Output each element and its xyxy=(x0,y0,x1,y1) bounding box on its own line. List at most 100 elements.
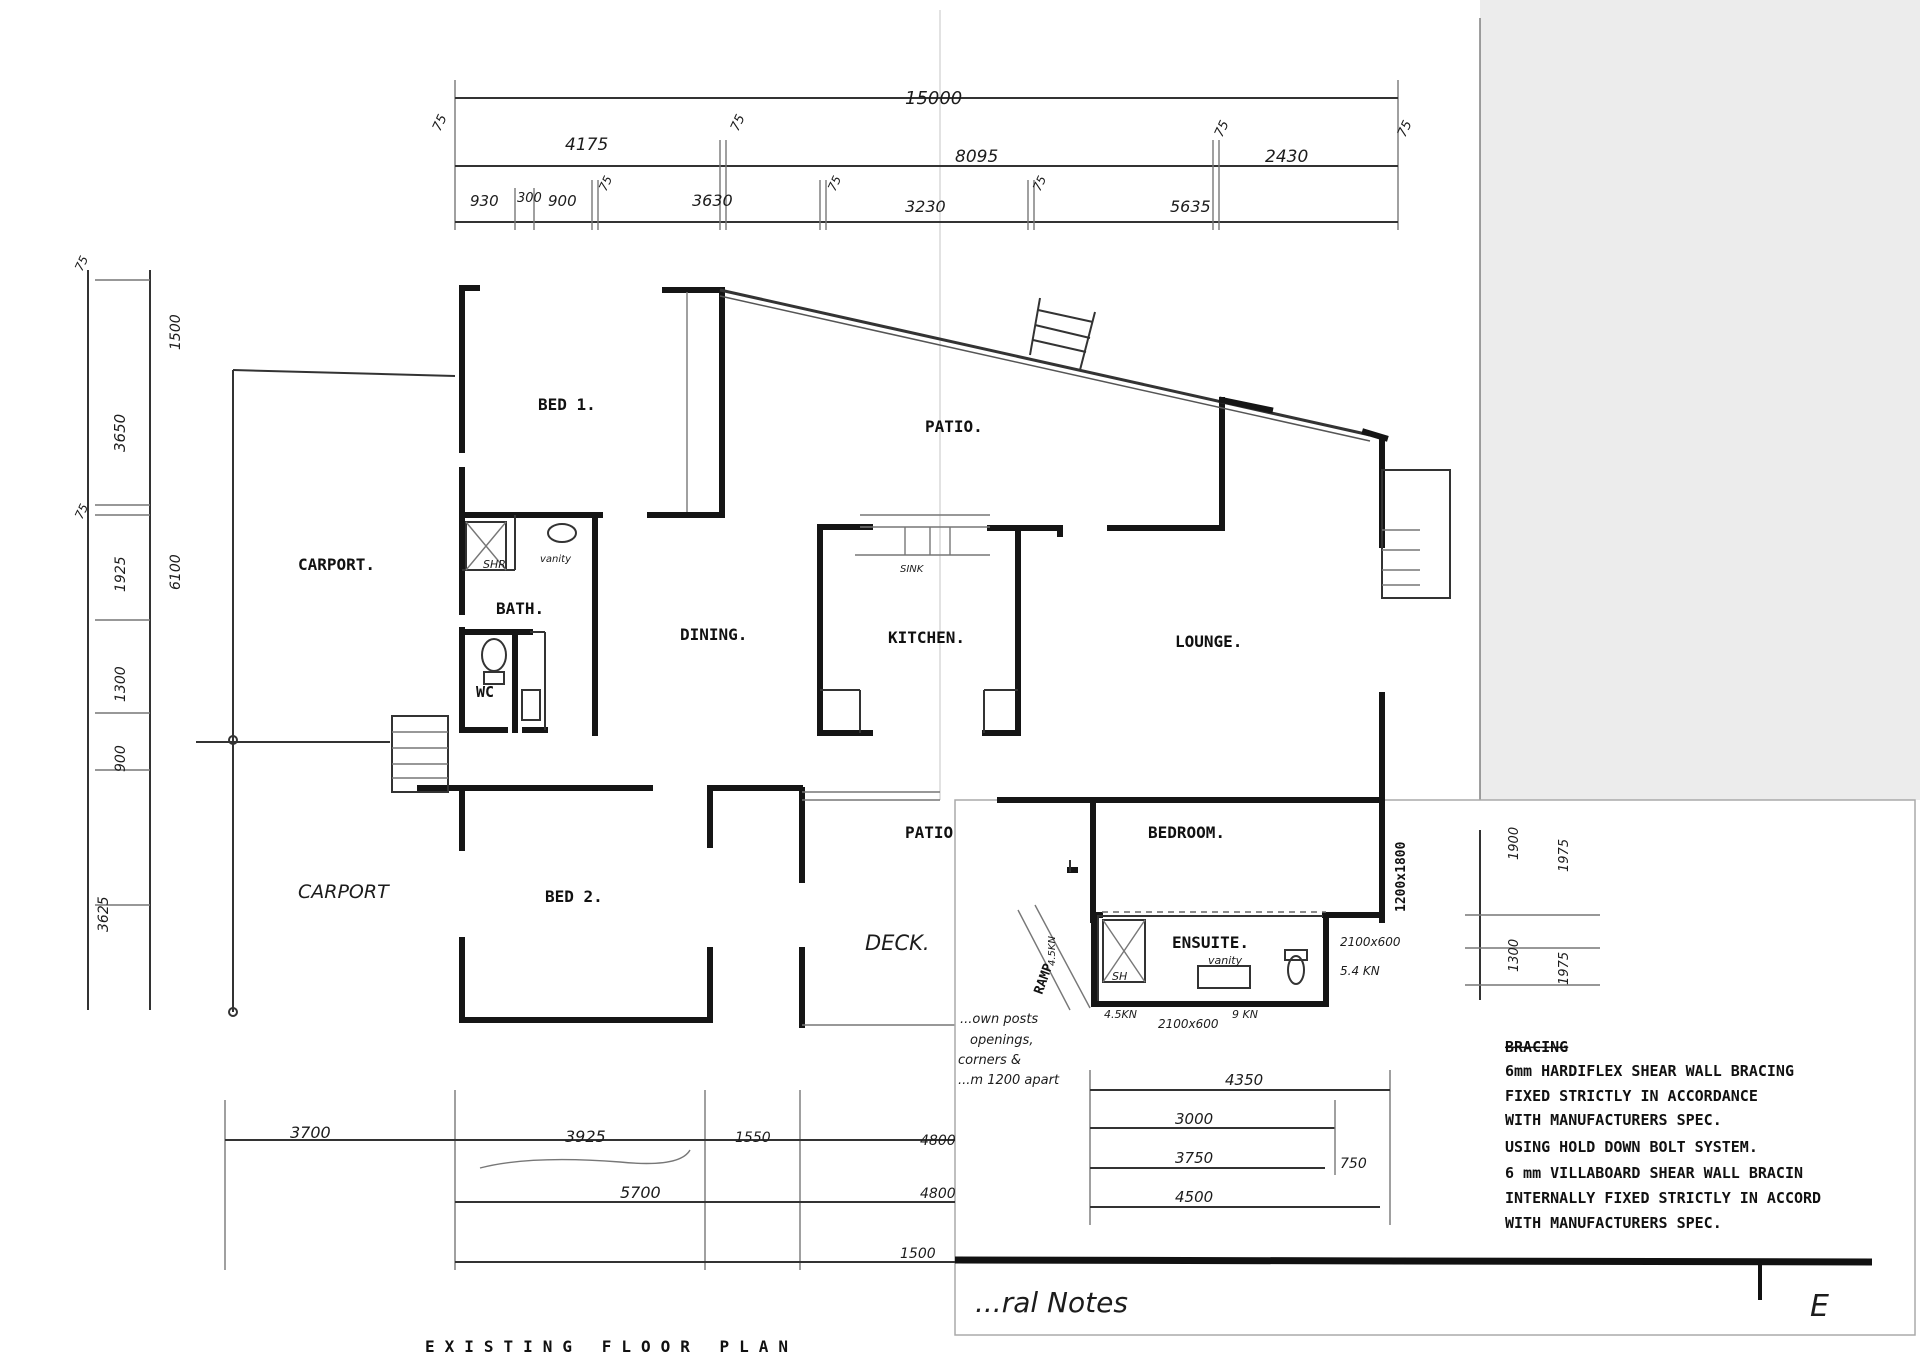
bottom-dimensions: 3700 3925 1550 5700 4800 4800 1500 xyxy=(224,1090,956,1270)
patio-sloped-wall xyxy=(719,288,1389,442)
walls xyxy=(417,285,1385,1028)
tick-75-c: 75 xyxy=(1212,118,1233,139)
label-carport-bottom: CARPORT xyxy=(298,881,390,903)
note-line-6: INTERNALLY FIXED STRICTLY IN ACCORD xyxy=(1505,1189,1821,1207)
carport-outline xyxy=(196,369,456,1017)
bottom-caption: EXISTING FLOOR PLAN xyxy=(425,1337,798,1356)
label-bed2: BED 2. xyxy=(545,887,603,906)
dim-bottom-1550: 1550 xyxy=(735,1130,771,1146)
right-stairs xyxy=(1381,469,1451,599)
dim-addition-3750: 3750 xyxy=(1175,1149,1213,1167)
dim-top-3230: 3230 xyxy=(905,197,946,216)
dim-bottom-right-4800b: 4800 xyxy=(920,1186,956,1202)
tick-75-g: 75 xyxy=(1030,174,1049,194)
label-bedroom: BEDROOM. xyxy=(1148,823,1225,842)
label-shr: SHR xyxy=(483,558,506,571)
dim-right-1975b: 1975 xyxy=(1557,952,1572,985)
scan-shadow xyxy=(1480,0,1920,800)
label-vanity: vanity xyxy=(540,554,572,565)
label-window-2100x600-right: 2100x600 xyxy=(1340,935,1401,949)
dim-top-900: 900 xyxy=(548,192,577,210)
label-kn-bottom: 9 KN xyxy=(1232,1008,1258,1021)
dim-left-900: 900 xyxy=(113,745,129,772)
label-deck: DECK. xyxy=(865,931,930,955)
dim-bottom-right-4800a: 4800 xyxy=(920,1133,956,1149)
label-dining: DINING. xyxy=(680,625,747,644)
label-carport-top: CARPORT. xyxy=(298,555,375,574)
label-kn-left: 4.5KN xyxy=(1047,936,1058,966)
dim-top-930: 930 xyxy=(470,192,499,210)
tick-75-f: 75 xyxy=(825,174,844,194)
addition-labels: BEDROOM. ENSUITE. SH vanity RAMP 1200x18… xyxy=(1032,823,1409,1031)
addition-dimensions: 4350 3000 3750 4500 750 xyxy=(1089,1070,1391,1225)
dim-left-1925: 1925 xyxy=(113,556,129,592)
label-bed1: BED 1. xyxy=(538,395,596,414)
partial-note-4: ...m 1200 apart xyxy=(958,1073,1060,1088)
note-line-3: WITH MANUFACTURERS SPEC. xyxy=(1505,1111,1722,1129)
note-heading: BRACING xyxy=(1505,1038,1568,1056)
label-bath: BATH. xyxy=(496,599,544,618)
dim-overall: 15000 xyxy=(905,88,962,109)
dim-left-1300: 1300 xyxy=(113,666,129,702)
bath-fixtures xyxy=(465,521,577,721)
dim-right-1975a: 1975 xyxy=(1557,839,1572,872)
tick-75-a: 75 xyxy=(430,112,451,133)
note-line-1: 6mm HARDIFLEX SHEAR WALL BRACING xyxy=(1505,1062,1794,1080)
dim-top-300: 300 xyxy=(517,191,542,206)
label-lounge: LOUNGE. xyxy=(1175,632,1242,651)
title-block: ...ral Notes E xyxy=(954,1256,1873,1324)
tick-75-left-a: 75 xyxy=(72,254,91,274)
dim-left-3650: 3650 xyxy=(111,414,129,452)
dim-addition-4500: 4500 xyxy=(1175,1188,1213,1206)
dim-right-1900: 1900 xyxy=(1507,827,1522,860)
dim-top-8095: 8095 xyxy=(955,147,998,167)
label-ensuite: ENSUITE. xyxy=(1172,933,1249,952)
left-stairs xyxy=(391,715,449,793)
title-letter: E xyxy=(1810,1289,1829,1324)
dim-bottom-right-1500: 1500 xyxy=(900,1246,936,1262)
label-patio-bottom: PATIO xyxy=(905,823,953,842)
tick-75-left-b: 75 xyxy=(72,502,91,522)
dim-left-6100: 6100 xyxy=(168,554,184,590)
dim-bottom-3925: 3925 xyxy=(565,1127,606,1146)
tick-75-b: 75 xyxy=(728,112,749,133)
label-wc: WC xyxy=(476,683,494,701)
room-labels: BED 1. PATIO. CARPORT. SHR vanity BATH. … xyxy=(298,395,1242,955)
top-dimensions: 15000 4175 8095 2430 930 300 900 3630 32… xyxy=(430,80,1416,230)
label-ensuite-shr: SH xyxy=(1112,970,1127,983)
dim-bottom-3700: 3700 xyxy=(290,1123,331,1142)
tick-75-e: 75 xyxy=(596,174,615,194)
bracing-notes: BRACING 6mm HARDIFLEX SHEAR WALL BRACING… xyxy=(1505,1038,1821,1232)
label-ensuite-vanity: vanity xyxy=(1208,954,1243,967)
title-notes: ...ral Notes xyxy=(975,1286,1128,1319)
dim-top-2430: 2430 xyxy=(1265,147,1308,167)
label-sink: SINK xyxy=(900,564,925,575)
dim-top-3630: 3630 xyxy=(692,191,733,210)
dim-bottom-5700: 5700 xyxy=(620,1183,661,1202)
partial-note-2: openings, xyxy=(970,1033,1033,1048)
top-stairs xyxy=(1029,297,1096,371)
note-line-5: 6 mm VILLABOARD SHEAR WALL BRACIN xyxy=(1505,1164,1803,1182)
label-window-1200x1800: 1200x1800 xyxy=(1394,841,1409,912)
note-line-7: WITH MANUFACTURERS SPEC. xyxy=(1505,1214,1722,1232)
partial-note-1: ...own posts xyxy=(960,1012,1038,1027)
dim-addition-750: 750 xyxy=(1340,1156,1367,1172)
label-patio-top: PATIO. xyxy=(925,417,983,436)
tick-75-d: 75 xyxy=(1395,118,1416,139)
dim-top-4175: 4175 xyxy=(565,135,608,155)
left-dimensions: 1500 3650 6100 1925 1300 900 3625 75 75 xyxy=(72,254,184,1010)
partial-note-3: corners & xyxy=(958,1053,1021,1068)
label-kn-right: 5.4 KN xyxy=(1340,964,1380,978)
addition-sheet: 1900 1975 1300 1975 xyxy=(954,797,1916,1336)
dim-left-3625: 3625 xyxy=(96,896,112,932)
label-kitchen: KITCHEN. xyxy=(888,628,965,647)
dim-addition-3000: 3000 xyxy=(1175,1110,1213,1128)
note-line-4: USING HOLD DOWN BOLT SYSTEM. xyxy=(1505,1138,1758,1156)
dim-addition-4350: 4350 xyxy=(1225,1071,1263,1089)
label-window-2100x600-bottom: 2100x600 xyxy=(1158,1017,1219,1031)
label-kn-small: 4.5KN xyxy=(1104,1008,1137,1021)
dim-left-1500: 1500 xyxy=(168,314,184,350)
note-line-2: FIXED STRICTLY IN ACCORDANCE xyxy=(1505,1087,1758,1105)
dim-top-5635: 5635 xyxy=(1170,197,1211,216)
